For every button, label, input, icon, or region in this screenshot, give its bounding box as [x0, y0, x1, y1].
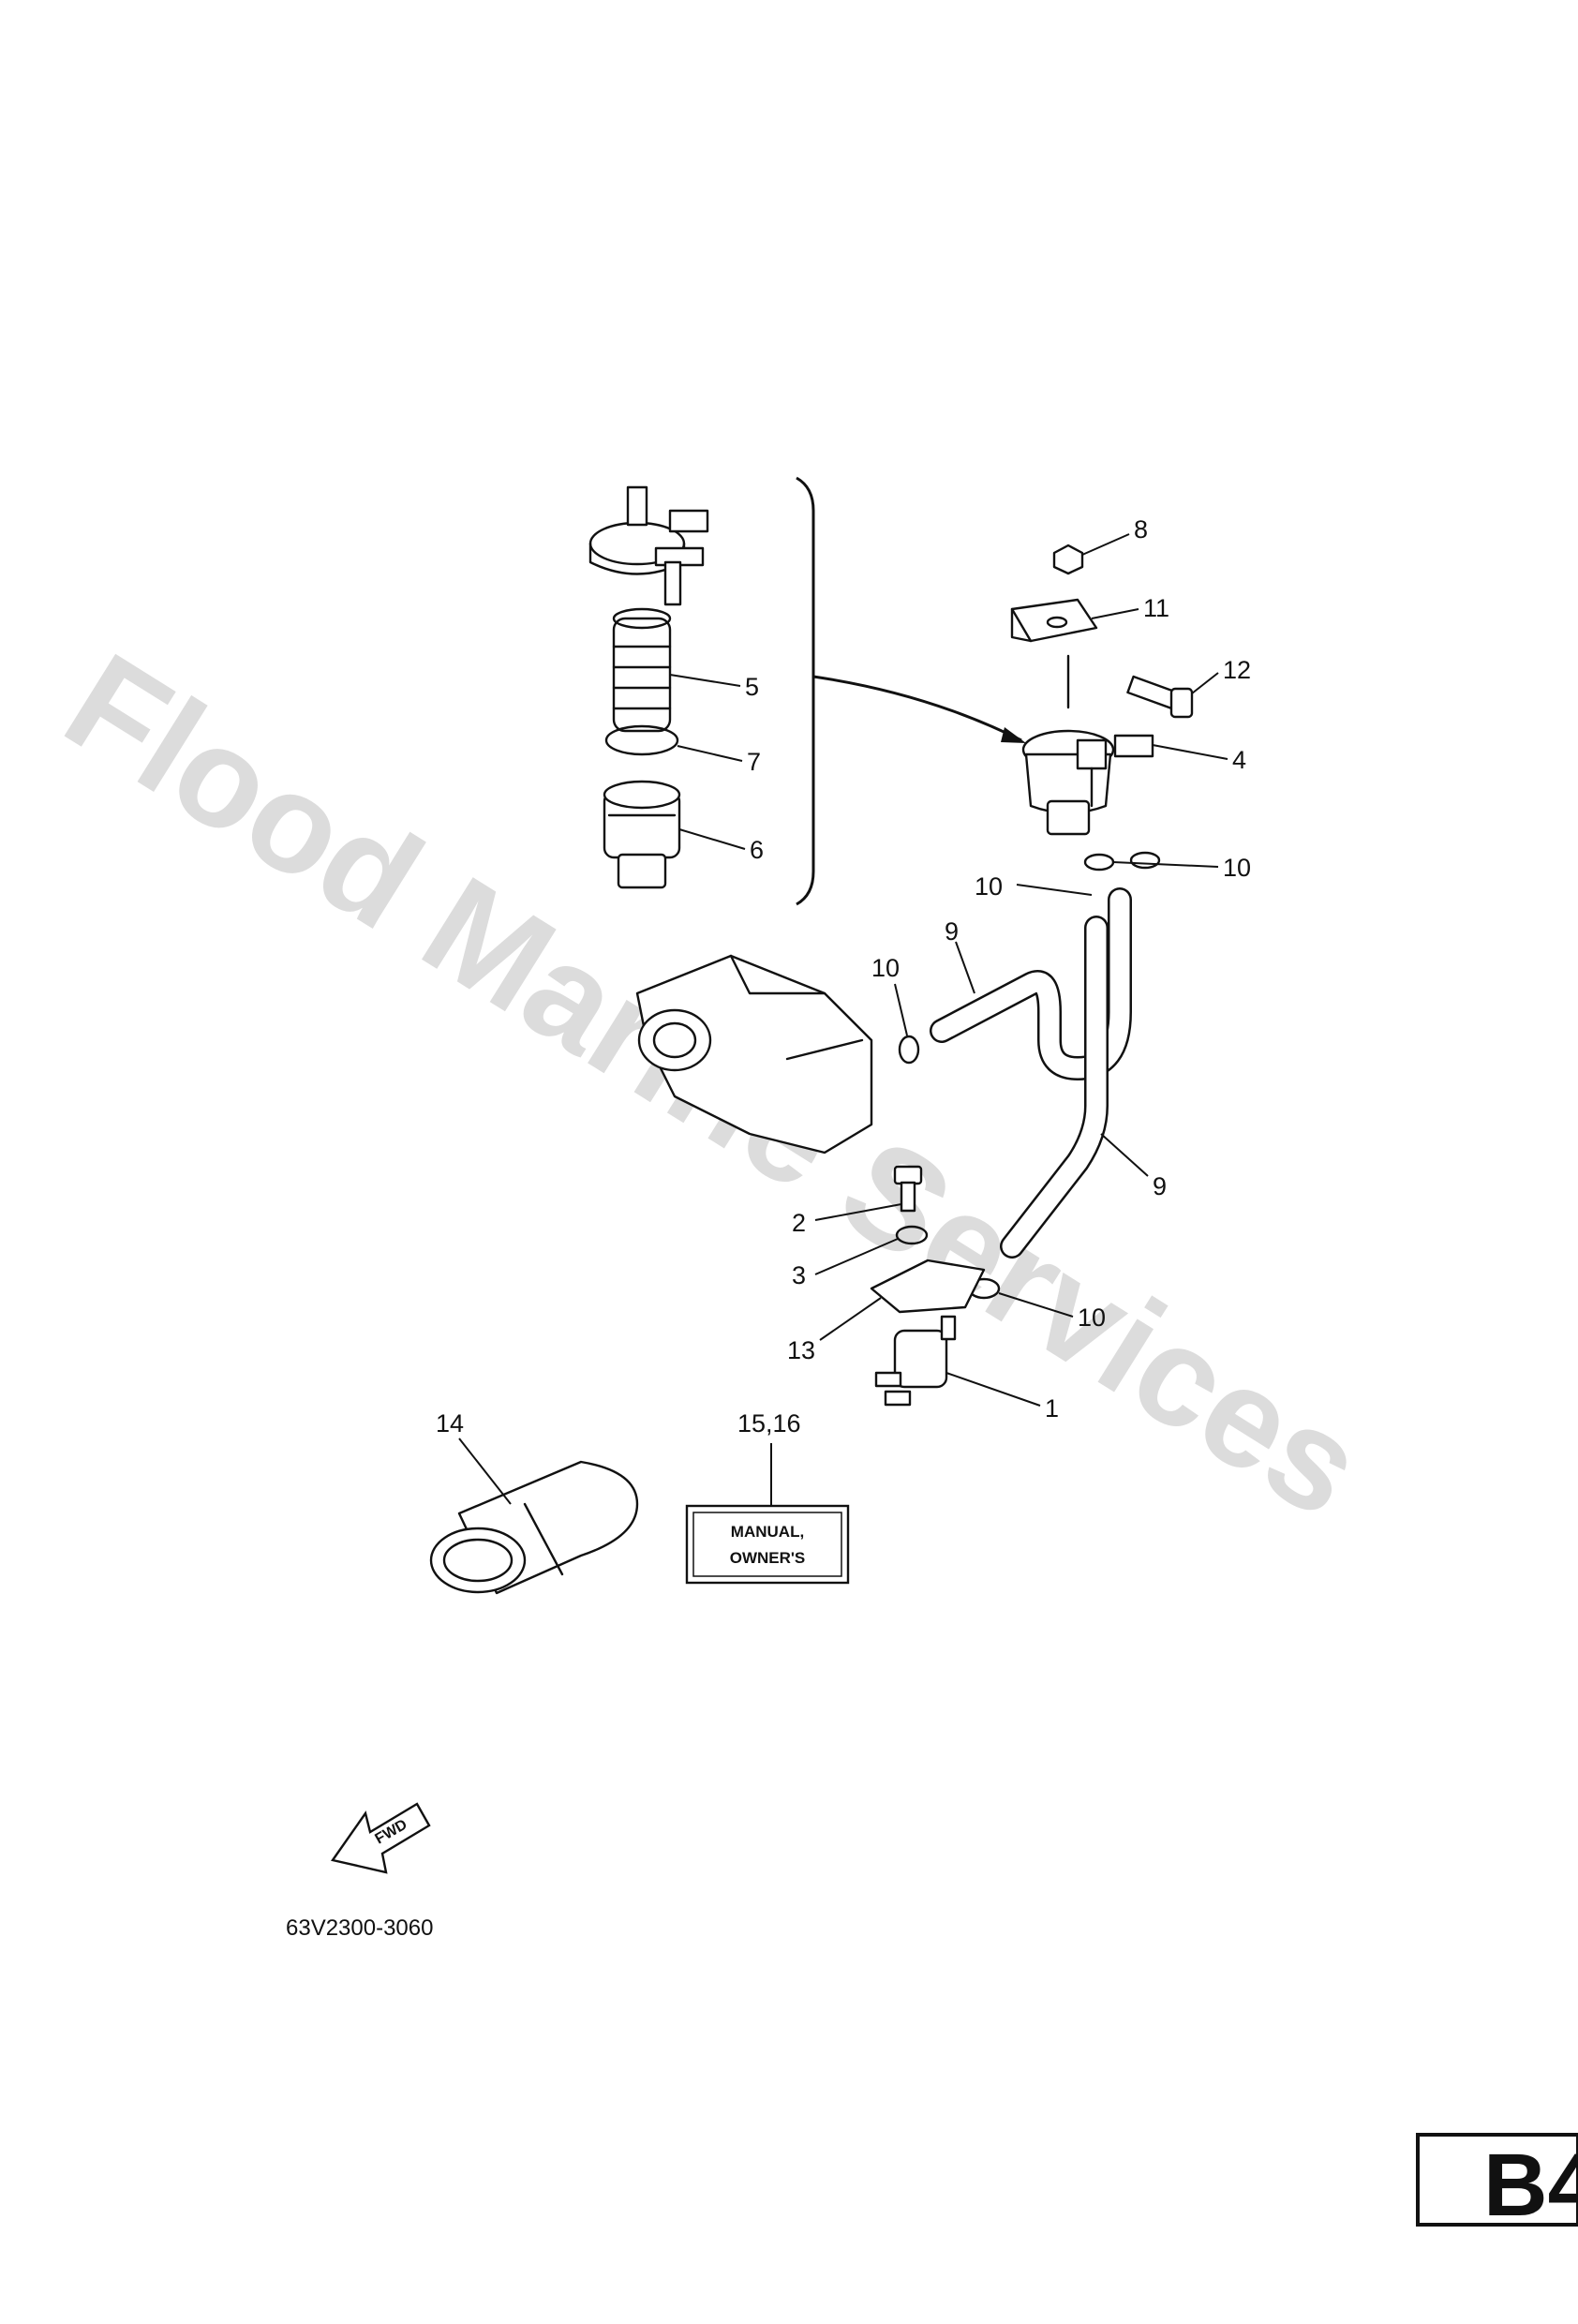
exploded-view-arrow [812, 675, 1022, 742]
bracket-part-13 [870, 1259, 986, 1314]
callout-12: 12 [1223, 656, 1251, 684]
manual-plate-line1: MANUAL, [731, 1523, 804, 1541]
page-tag-box: B4 [1416, 2133, 1578, 2235]
bolt-part-2 [893, 1165, 923, 1213]
clip-part-10-a [1083, 853, 1115, 872]
callout-3: 3 [792, 1261, 806, 1289]
owners-manual-plate: MANUAL, OWNER'S [685, 1504, 850, 1585]
callout-1: 1 [1045, 1394, 1059, 1423]
exploded-view-arrowhead [1001, 727, 1026, 743]
callout-9-a: 9 [945, 917, 959, 946]
callout-4: 4 [1232, 746, 1246, 774]
exploded-view-bracket [796, 476, 815, 906]
fuel-filter-part-4 [1021, 654, 1154, 836]
callout-13: 13 [787, 1336, 815, 1364]
washer-part-3 [895, 1225, 929, 1245]
clip-part-10-b [1129, 851, 1161, 870]
duct-part-14 [429, 1460, 639, 1595]
callout-9-b: 9 [1153, 1172, 1167, 1200]
callout-10-a: 10 [1223, 854, 1251, 882]
callout-2: 2 [792, 1209, 806, 1237]
o-ring-part-7 [604, 724, 679, 756]
callout-8: 8 [1134, 515, 1148, 544]
callout-10-b: 10 [975, 872, 1003, 901]
manual-plate-line2: OWNER'S [730, 1549, 806, 1567]
callout-5: 5 [745, 673, 759, 701]
nut-part-8 [1052, 544, 1084, 575]
callout-14: 14 [436, 1409, 464, 1438]
clip-part-10-c [898, 1035, 920, 1065]
carburetor-reference [635, 954, 873, 1155]
fuel-hose-part-9 [930, 887, 1132, 1259]
callout-7: 7 [747, 748, 761, 776]
page-tag: B4 [1483, 2136, 1578, 2235]
drawing-number: 63V2300-3060 [286, 1915, 433, 1941]
fuel-joint-part-1 [874, 1315, 957, 1407]
callout-10-d: 10 [1078, 1304, 1106, 1332]
callout-6: 6 [750, 836, 764, 864]
bracket-part-11 [1010, 598, 1098, 643]
callout-11: 11 [1143, 594, 1169, 622]
fwd-arrow-icon: FWD [330, 1802, 431, 1874]
filter-element-part-5 [612, 607, 672, 733]
callout-15-16: 15,16 [737, 1409, 801, 1438]
filter-cup-part-6 [603, 780, 681, 889]
callout-10-c: 10 [871, 954, 900, 982]
filter-cap-exploded [588, 485, 709, 606]
bolt-part-12 [1126, 675, 1194, 719]
